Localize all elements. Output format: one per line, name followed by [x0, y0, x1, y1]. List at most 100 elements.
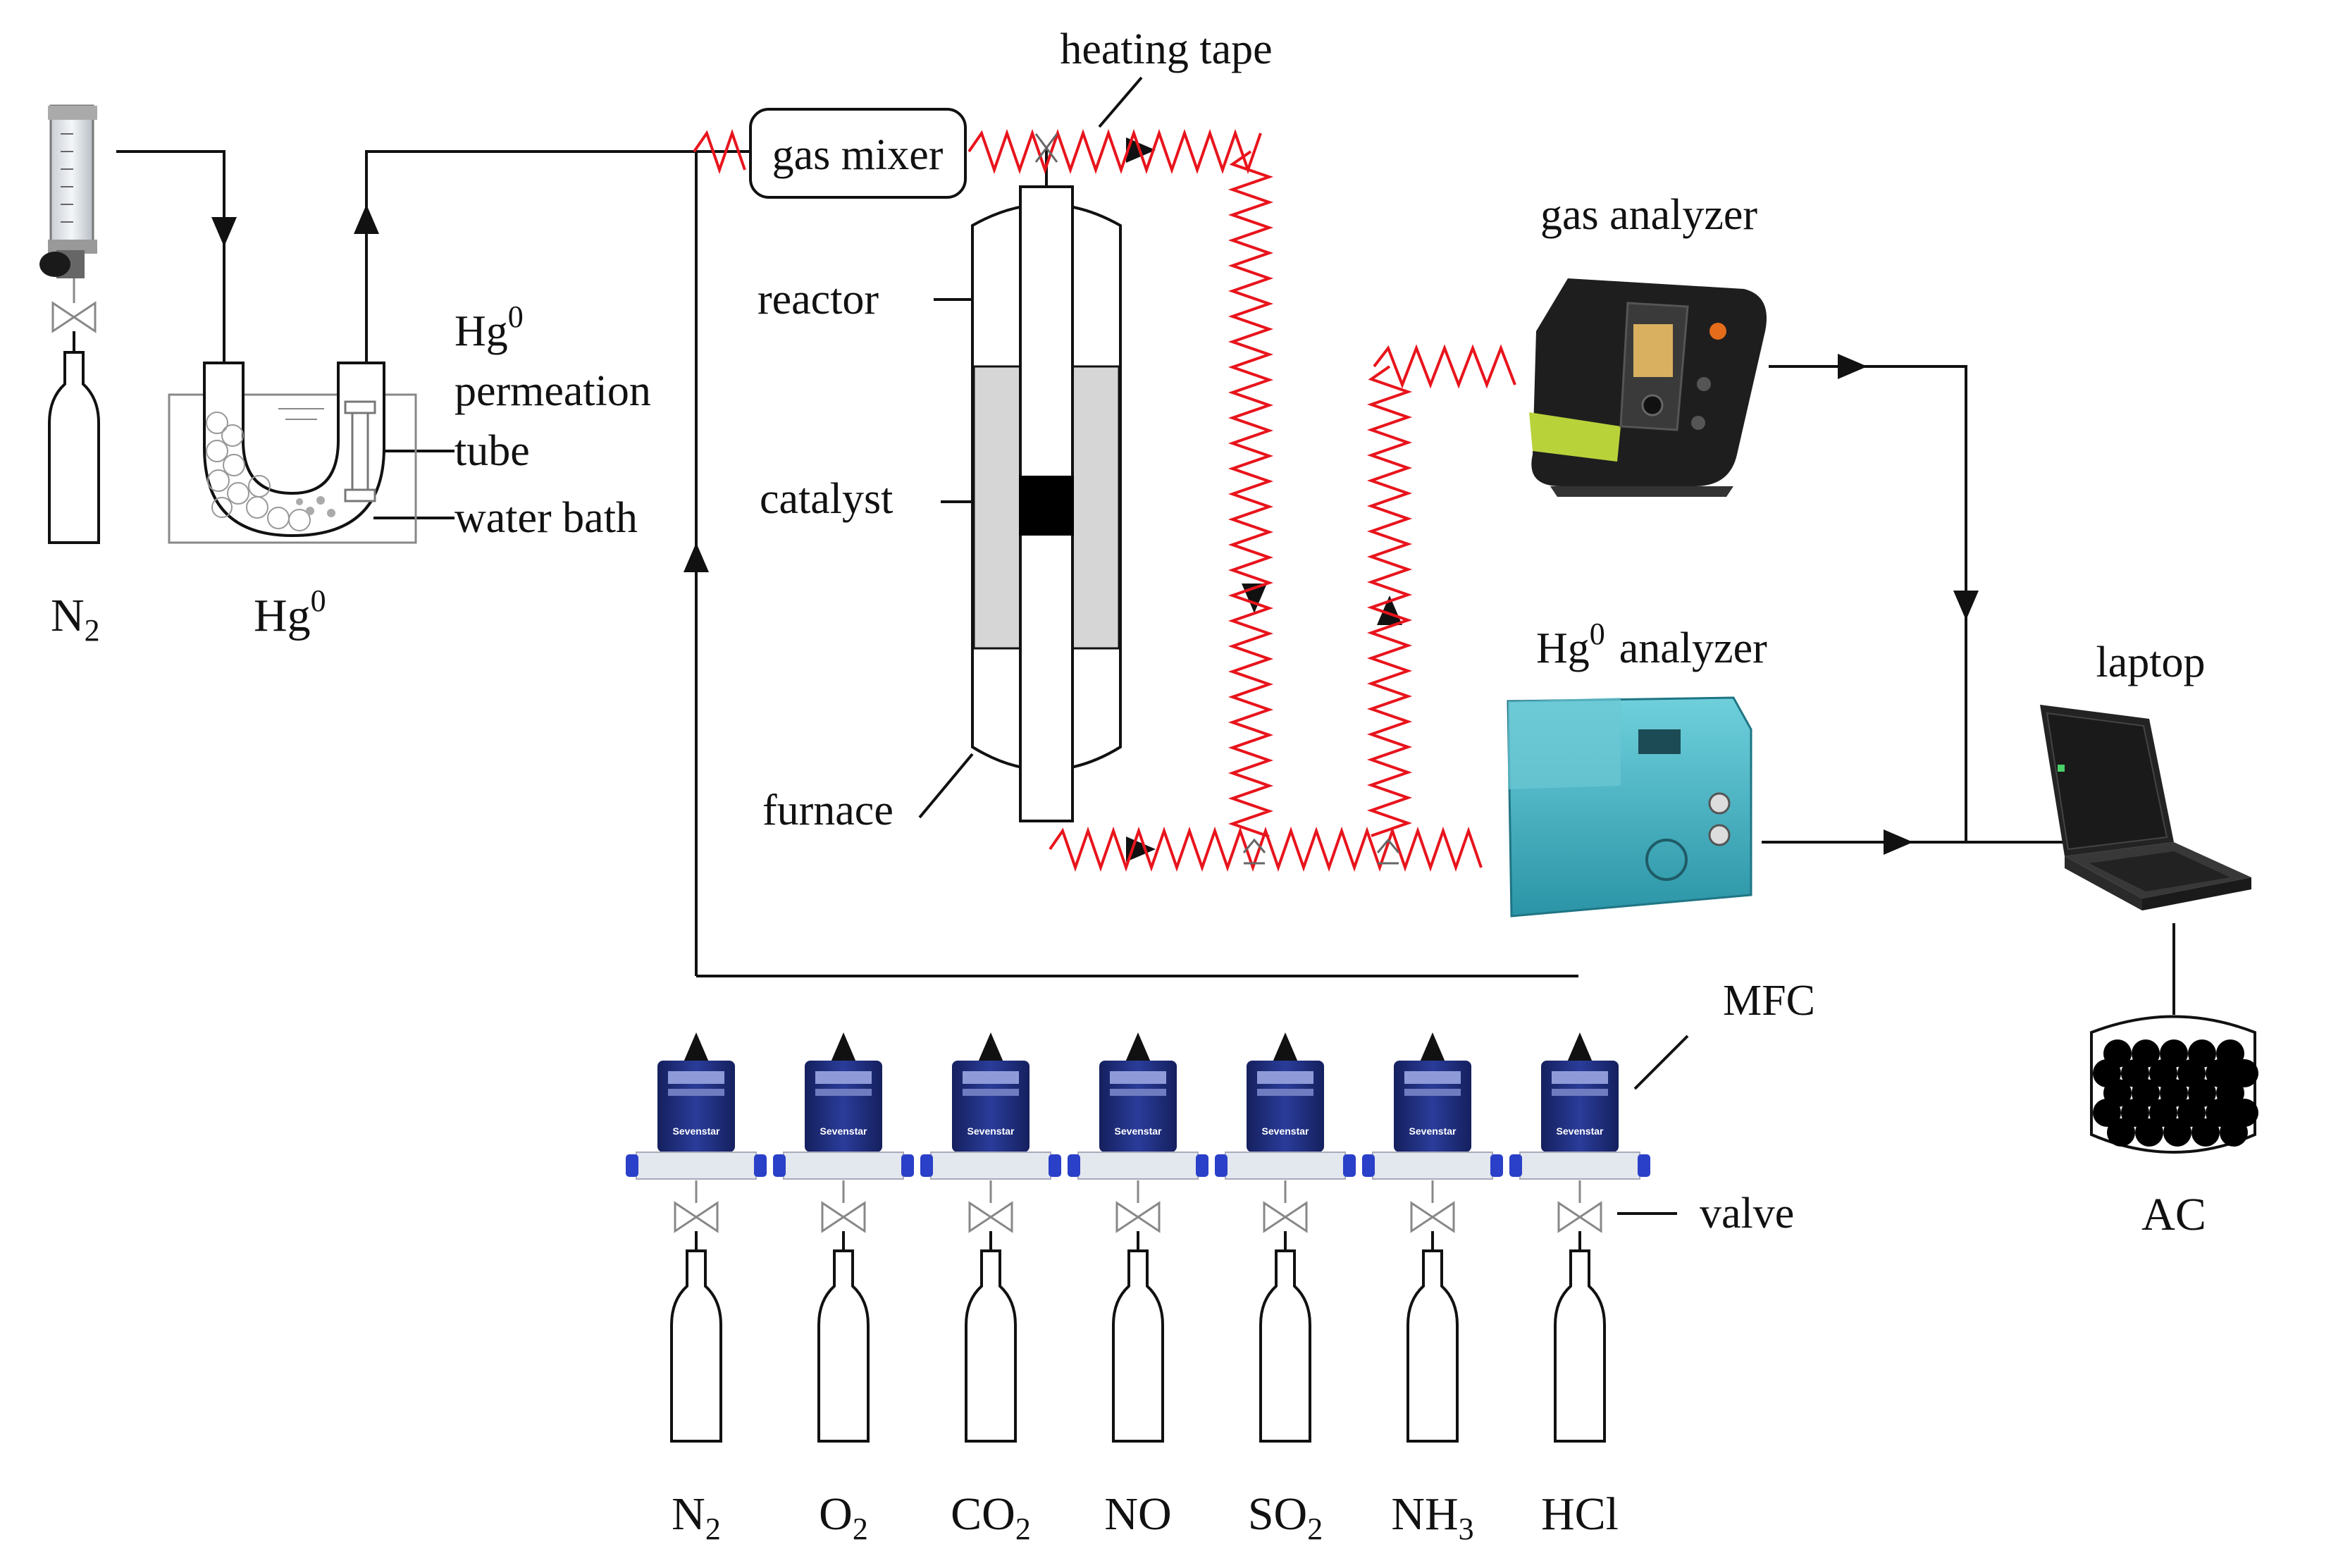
carbon-particle [2220, 1118, 2248, 1147]
laptop-label: laptop [2096, 638, 2206, 686]
gas-cylinder-icon [48, 331, 100, 544]
reactor-label: reactor [758, 276, 879, 323]
mfc-brand-label: Sevenstar [820, 1125, 867, 1137]
hg-source-label: Hg0 [254, 584, 326, 641]
arrow-mfc-0 [684, 1032, 709, 1062]
arrow-mfc-4 [1273, 1032, 1298, 1062]
flowmeter-icon [39, 104, 97, 278]
valve-label: valve [1700, 1190, 1794, 1237]
needle-valve-icon [1410, 1180, 1455, 1233]
arrow-tape-up [1377, 595, 1402, 625]
arrow-mfc-3 [1125, 1032, 1151, 1062]
gas-label-4: SO2 [1248, 1488, 1323, 1546]
needle-valve-icon [674, 1180, 719, 1233]
mass-flow-controller-icon: Sevenstar [1362, 1061, 1503, 1180]
gas-analyzer-label: gas analyzer [1540, 191, 1757, 239]
gas-label-6: HCl [1541, 1488, 1619, 1540]
tape-segment-up [1366, 365, 1413, 837]
tape-segment-bottom [1049, 826, 1483, 872]
gas-label-1: O2 [819, 1488, 868, 1546]
water-bath-icon [168, 362, 417, 544]
needle-valve-icon [1557, 1180, 1602, 1233]
gas-cylinder-icon [670, 1231, 722, 1443]
arrow-gas-analyzer-out [1838, 354, 1867, 379]
hg-permeation-label-line2: permeation [455, 367, 651, 415]
gas-cylinder-icon [1259, 1231, 1311, 1443]
n2-left-label: N2 [51, 590, 100, 648]
needle-valve-icon [968, 1180, 1013, 1233]
tape-segment-to-analyzer [1373, 344, 1516, 389]
heating-tape [693, 128, 1516, 872]
ac-label: AC [2141, 1189, 2206, 1240]
gas-mixer-label: gas mixer [772, 131, 944, 179]
arrow-to-laptop-down [1953, 591, 1979, 620]
arrow-hg-analyzer-out [1884, 829, 1913, 855]
mfc-row: SevenstarN2SevenstarO2SevenstarCO2Sevens… [626, 1061, 1650, 1546]
mass-flow-controller-icon: Sevenstar [773, 1061, 914, 1180]
mfc-brand-label: Sevenstar [967, 1125, 1015, 1137]
mfc-label: MFC [1723, 977, 1815, 1025]
furnace-label: furnace [762, 786, 894, 834]
needle-valve-icon [1263, 1180, 1308, 1233]
arrow-to-permeation [211, 217, 237, 247]
carbon-particle [2093, 1099, 2121, 1127]
tape-segment-top [967, 128, 1262, 175]
gas-label-3: NO [1104, 1488, 1171, 1540]
carbon-particle [2135, 1118, 2163, 1147]
arrow-mfc-2 [978, 1032, 1003, 1062]
activated-carbon-trap-icon [2090, 1015, 2258, 1154]
carbon-particle [2121, 1099, 2149, 1127]
carbon-particle [2163, 1118, 2191, 1147]
mass-flow-controller-icon: Sevenstar [626, 1061, 767, 1180]
mfc-brand-label: Sevenstar [1557, 1125, 1604, 1137]
arrow-mfc-6 [1567, 1032, 1593, 1062]
arrow-main-line [684, 543, 709, 572]
arrow-mfc-5 [1420, 1032, 1445, 1062]
carbon-particle [2230, 1059, 2258, 1087]
catalyst-bed [1019, 476, 1074, 536]
laptop-icon [2040, 705, 2251, 910]
mfc-brand-label: Sevenstar [1409, 1125, 1457, 1137]
hg-permeation-label-line1: Hg0 [455, 300, 524, 355]
gas-cylinder-icon [817, 1231, 870, 1443]
gas-cylinder-icon [965, 1231, 1017, 1443]
catalyst-label: catalyst [760, 475, 893, 523]
gas-cylinder-icon [1112, 1231, 1164, 1443]
gas-cylinder-icon [1554, 1231, 1606, 1443]
mass-flow-controller-icon: Sevenstar [1509, 1061, 1650, 1180]
mfc-brand-label: Sevenstar [673, 1125, 720, 1137]
gas-cylinder-icon [1406, 1231, 1459, 1443]
mfc-brand-label: Sevenstar [1115, 1125, 1162, 1137]
hg-permeation-label-line3: tube [455, 427, 530, 475]
tape-valve-markers [1034, 133, 1400, 865]
mercury-analyzer-icon [1507, 696, 1752, 918]
water-bath-label: water bath [455, 494, 638, 542]
mass-flow-controller-icon: Sevenstar [1215, 1061, 1356, 1180]
carbon-particle [2107, 1118, 2135, 1147]
carbon-particle [2206, 1099, 2234, 1127]
needle-valve-icon [1115, 1180, 1161, 1233]
arrow-from-permeation [354, 204, 379, 234]
carbon-particle [2191, 1118, 2220, 1147]
gas-label-0: N2 [672, 1488, 721, 1546]
mass-flow-controller-icon: Sevenstar [1068, 1061, 1208, 1180]
gas-mixer-box [749, 108, 967, 199]
portable-gas-analyzer-icon [1529, 278, 1767, 497]
gas-label-2: CO2 [951, 1488, 1031, 1546]
mfc-brand-label: Sevenstar [1262, 1125, 1309, 1137]
needle-valve-icon [821, 1180, 866, 1233]
mass-flow-controller-icon: Sevenstar [920, 1061, 1061, 1180]
heating-tape-label: heating tape [1060, 25, 1272, 73]
gas-label-5: NH3 [1391, 1488, 1473, 1546]
carbon-particle [2177, 1099, 2206, 1127]
tape-segment-down [1228, 150, 1274, 838]
